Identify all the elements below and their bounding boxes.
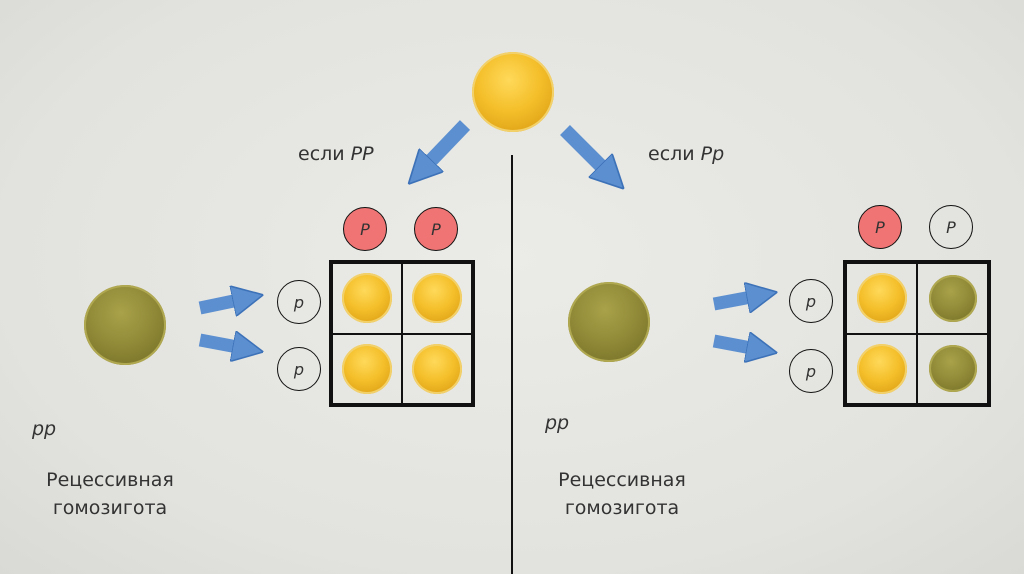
yellow-pea-icon (856, 273, 907, 324)
cell (332, 263, 402, 334)
parent-yellow-pea-icon (472, 52, 554, 132)
divider-line (511, 155, 513, 574)
parent-genotype-right: pp (545, 412, 570, 434)
parent-title-left: Рецессивная гомозигота (20, 466, 200, 522)
green-pea-icon (928, 274, 977, 322)
title-line: Рецессивная (558, 469, 686, 491)
arrow-gamete-left-1-icon (198, 298, 248, 308)
parent-title-right: Рецессивная гомозигота (532, 466, 712, 522)
condition-text: если (298, 143, 351, 165)
parent-green-pea-icon (568, 282, 650, 362)
punnett-square-left (329, 260, 475, 407)
gamete-side-1: p (789, 279, 833, 323)
yellow-pea-icon (412, 343, 462, 394)
title-line: Рецессивная (46, 469, 174, 491)
right-condition: если Pp (648, 143, 724, 165)
gamete-side-2: p (789, 349, 833, 393)
yellow-pea-icon (856, 343, 907, 394)
gamete-top-2: P (929, 205, 973, 249)
title-line: гомозигота (52, 497, 168, 519)
arrow-gamete-left-2-icon (198, 340, 248, 349)
parent-genotype-left: pp (32, 418, 57, 440)
cell (846, 333, 917, 404)
title-line: гомозигота (564, 497, 680, 519)
cell (402, 263, 472, 334)
yellow-pea-icon (342, 343, 392, 394)
yellow-pea-icon (412, 273, 462, 324)
gamete-top-2: P (414, 207, 458, 251)
cell (846, 263, 917, 334)
cell (917, 333, 988, 404)
punnett-square-right (843, 260, 991, 407)
left-condition: если PP (298, 143, 374, 165)
condition-genotype: Pp (700, 143, 725, 165)
cell (402, 333, 472, 404)
gamete-top-1: P (858, 205, 902, 249)
green-pea-icon (928, 345, 977, 393)
arrow-gamete-right-2-icon (712, 341, 762, 350)
condition-text: если (648, 143, 701, 165)
arrow-gamete-right-1-icon (712, 295, 762, 304)
arrow-to-pp2-icon (560, 125, 612, 177)
cell (332, 333, 402, 404)
gamete-side-2: p (277, 347, 321, 391)
condition-genotype: PP (350, 143, 374, 165)
arrow-to-pp-icon (420, 120, 471, 172)
yellow-pea-icon (342, 273, 392, 324)
cell (917, 263, 988, 334)
parent-green-pea-icon (84, 285, 166, 365)
gamete-side-1: p (277, 280, 321, 324)
gamete-top-1: P (343, 207, 387, 251)
